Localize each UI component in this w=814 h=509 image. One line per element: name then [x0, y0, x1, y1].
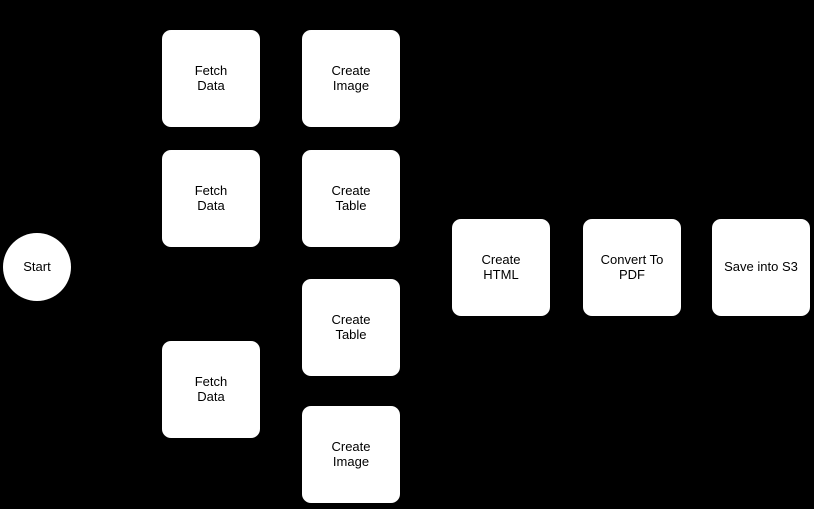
node-convert-to-pdf[interactable]: Convert To PDF [583, 219, 681, 316]
node-save-into-s3-label: Save into S3 [724, 259, 798, 275]
node-create-html[interactable]: Create HTML [452, 219, 550, 316]
node-save-into-s3[interactable]: Save into S3 [712, 219, 810, 316]
node-fetch-data-2[interactable]: Fetch Data [162, 150, 260, 247]
node-fetch-data-1-label: Fetch Data [194, 63, 228, 93]
node-fetch-data-3[interactable]: Fetch Data [162, 341, 260, 438]
node-create-image-1-label: Create Image [331, 63, 371, 93]
node-convert-to-pdf-label: Convert To PDF [600, 252, 664, 282]
node-fetch-data-1[interactable]: Fetch Data [162, 30, 260, 127]
node-create-image-2-label: Create Image [331, 439, 371, 469]
node-fetch-data-3-label: Fetch Data [194, 374, 228, 404]
node-create-table-1-label: Create Table [331, 183, 371, 213]
node-create-table-1[interactable]: Create Table [302, 150, 400, 247]
node-fetch-data-2-label: Fetch Data [194, 183, 228, 213]
node-create-image-1[interactable]: Create Image [302, 30, 400, 127]
node-create-image-2[interactable]: Create Image [302, 406, 400, 503]
node-create-table-2-label: Create Table [331, 312, 371, 342]
node-create-html-label: Create HTML [481, 252, 521, 282]
node-start[interactable]: Start [3, 233, 71, 301]
node-create-table-2[interactable]: Create Table [302, 279, 400, 376]
node-start-label: Start [23, 258, 51, 274]
